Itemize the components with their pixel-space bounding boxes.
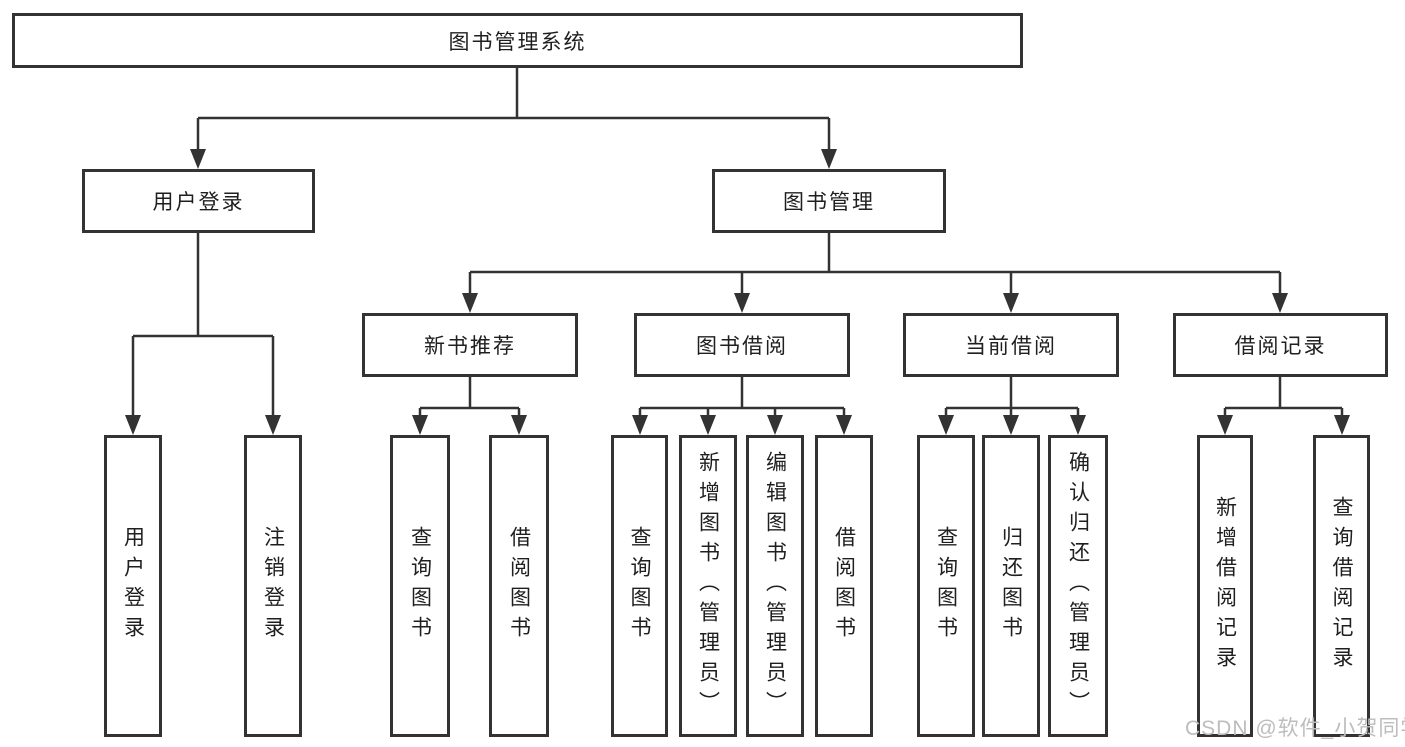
node-label: 当前借阅 xyxy=(965,335,1057,358)
leaf-query-books-borrow: 查询图书 xyxy=(611,435,668,737)
leaf-label: 编辑图书（管理员） xyxy=(763,451,787,721)
node-label: 图书管理 xyxy=(783,191,875,214)
leaf-label: 借阅图书 xyxy=(832,526,856,646)
node-new-book-recommendation: 新书推荐 xyxy=(362,313,578,377)
leaf-label: 归还图书 xyxy=(999,526,1023,646)
leaf-logout: 注销登录 xyxy=(244,435,302,737)
leaf-add-borrow-record: 新增借阅记录 xyxy=(1197,435,1253,737)
leaf-label: 新增借阅记录 xyxy=(1213,496,1237,676)
leaf-query-books-recommend: 查询图书 xyxy=(390,435,450,737)
leaf-label: 查询图书 xyxy=(408,526,432,646)
node-label: 借阅记录 xyxy=(1234,335,1327,358)
leaf-add-books-admin: 新增图书（管理员） xyxy=(679,435,737,737)
leaf-borrow-books: 借阅图书 xyxy=(815,435,873,737)
node-label: 图书借阅 xyxy=(696,335,788,358)
leaf-label: 确认归还（管理员） xyxy=(1066,451,1090,721)
leaf-label: 查询借阅记录 xyxy=(1330,496,1353,676)
leaf-label: 新增图书（管理员） xyxy=(696,451,720,721)
node-library-management-system: 图书管理系统 xyxy=(12,13,1023,68)
leaf-label: 查询图书 xyxy=(628,526,651,646)
leaf-query-borrow-record: 查询借阅记录 xyxy=(1313,435,1370,737)
csdn-watermark: CSDN @软件_小贺同学 xyxy=(1185,717,1405,740)
leaf-label: 用户登录 xyxy=(121,526,145,646)
node-book-management-branch: 图书管理 xyxy=(712,169,946,233)
leaf-label: 查询图书 xyxy=(934,526,958,646)
leaf-query-books-current: 查询图书 xyxy=(917,435,975,737)
node-label: 用户登录 xyxy=(152,191,245,214)
node-label: 新书推荐 xyxy=(424,335,516,358)
leaf-confirm-return-admin: 确认归还（管理员） xyxy=(1048,435,1108,737)
leaf-return-books: 归还图书 xyxy=(982,435,1040,737)
node-label: 图书管理系统 xyxy=(448,30,587,54)
leaf-edit-books-admin: 编辑图书（管理员） xyxy=(746,435,804,737)
leaf-borrow-books-recommend: 借阅图书 xyxy=(489,435,549,737)
node-borrowing-records: 借阅记录 xyxy=(1173,313,1388,377)
leaf-label: 注销登录 xyxy=(261,526,285,646)
leaf-label: 借阅图书 xyxy=(507,526,531,646)
node-current-borrowing: 当前借阅 xyxy=(903,313,1119,377)
leaf-user-login: 用户登录 xyxy=(104,435,162,737)
node-user-login-branch: 用户登录 xyxy=(82,169,315,233)
node-book-borrowing: 图书借阅 xyxy=(634,313,850,377)
